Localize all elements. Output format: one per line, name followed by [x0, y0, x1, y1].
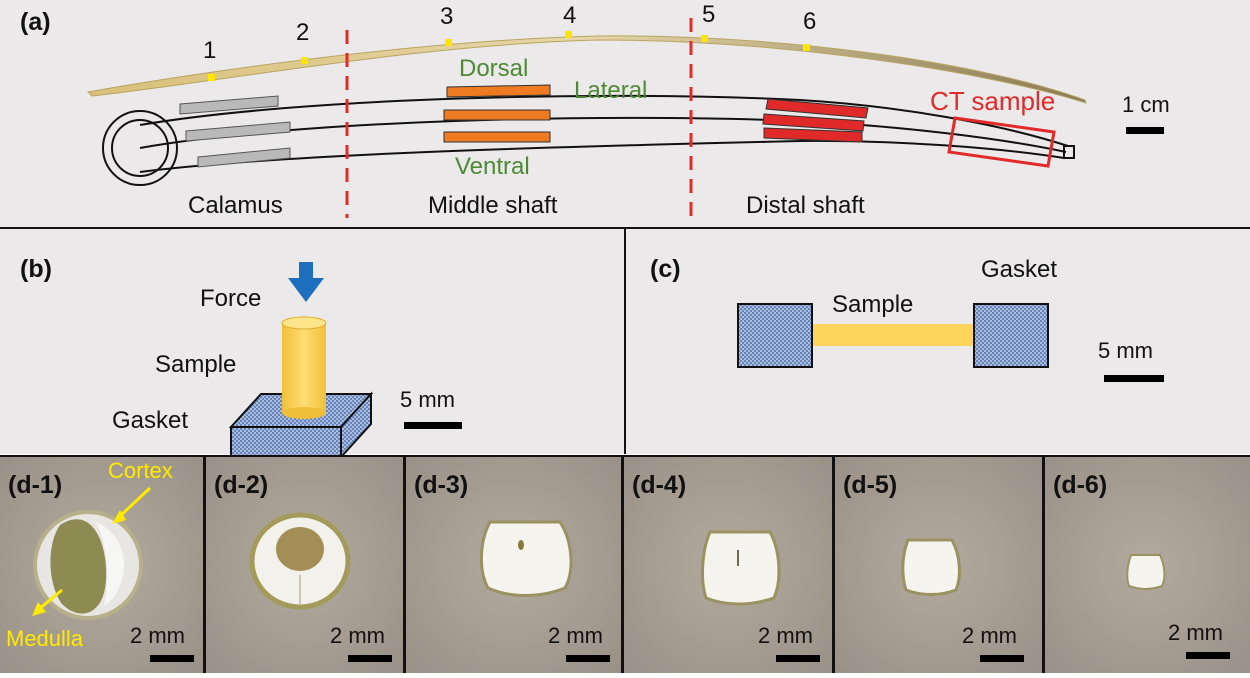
calamus-strips [179, 95, 291, 168]
scale-bar-d4 [776, 655, 820, 662]
scale-bar-b [404, 422, 462, 429]
photo-d4: (d-4) 2 mm [624, 457, 832, 673]
calamus-outer-circle [102, 110, 178, 186]
region-label-calamus: Calamus [188, 192, 283, 219]
ct-sample-label: CT sample [930, 86, 1055, 116]
photo-d3: (d-3) 2 mm [406, 457, 621, 673]
panel-d: (d-1) Cortex Medulla 2 mm (d-2) 2 mm (d-… [0, 455, 1250, 673]
point-label-4: 4 [563, 2, 576, 29]
photo-tag-d6: (d-6) [1053, 471, 1107, 499]
gray-strip [185, 121, 291, 142]
panel-a-tag: (a) [20, 8, 51, 36]
location-dot [803, 44, 810, 51]
feather-photo [86, 35, 1087, 104]
medulla-label: Medulla [6, 626, 84, 651]
point-label-2: 2 [296, 19, 309, 46]
middle-strips [443, 84, 551, 143]
sample-bar [812, 324, 974, 346]
scale-bar-d3 [566, 655, 610, 662]
gray-strip [197, 147, 291, 168]
region-label-distal-shaft: Distal shaft [746, 192, 865, 219]
photo-tag-d2: (d-2) [214, 471, 268, 499]
scale-label-d4: 2 mm [758, 623, 813, 648]
photo-tag-d1: (d-1) [8, 471, 62, 499]
scale-label-c: 5 mm [1098, 338, 1153, 363]
point-label-6: 6 [803, 8, 816, 35]
panel-b-tag: (b) [20, 255, 52, 283]
cortex-arrowhead [112, 510, 126, 524]
scale-label-d6: 2 mm [1168, 620, 1223, 645]
point-label-3: 3 [440, 3, 453, 30]
scale-bar-d2 [348, 655, 392, 662]
red-strip [765, 98, 869, 119]
shaft-schematic [102, 94, 1075, 186]
scale-label-d2: 2 mm [330, 623, 385, 648]
ventral-label: Ventral [455, 153, 530, 180]
tip-box [1063, 145, 1075, 159]
panel-b: (b) Force Sample Gasket 5 mm [0, 229, 624, 460]
photo-tag-d4: (d-4) [632, 471, 686, 499]
cortex-arrow [116, 486, 152, 520]
panel-c: (c) Sample Gasket 5 mm [626, 229, 1250, 454]
scale-label-d3: 2 mm [548, 623, 603, 648]
scale-label-b: 5 mm [400, 387, 455, 412]
red-strip [763, 127, 863, 143]
gasket-right [973, 303, 1049, 368]
sample-label-b: Sample [155, 351, 236, 378]
photo-d5: (d-5) 2 mm [835, 457, 1042, 673]
red-strip [762, 113, 865, 132]
location-dot [445, 39, 452, 46]
orange-strip-dorsal [446, 84, 551, 98]
shaft-line-bottom [139, 139, 1065, 173]
shaft-line-mid [139, 116, 1067, 153]
force-label: Force [200, 285, 261, 312]
panel-c-tag: (c) [650, 255, 681, 283]
scale-label-d5: 2 mm [962, 623, 1017, 648]
location-dot [565, 31, 572, 38]
cortex-label: Cortex [108, 458, 173, 483]
region-label-middle-shaft: Middle shaft [428, 192, 558, 219]
scale-label-1cm: 1 cm [1122, 92, 1170, 117]
sample-label-c: Sample [832, 291, 913, 318]
scale-bar-d1 [150, 655, 194, 662]
scale-bar-d6 [1186, 652, 1230, 659]
gray-strip [179, 95, 279, 115]
scale-label-d1: 2 mm [130, 623, 185, 648]
photo-tag-d3: (d-3) [414, 471, 468, 499]
dorsal-label: Dorsal [459, 55, 528, 82]
point-label-5: 5 [702, 1, 715, 28]
orange-strip-ventral [443, 131, 551, 143]
force-arrow [288, 262, 324, 302]
scale-bar-1cm [1126, 127, 1164, 134]
location-dots [208, 31, 810, 81]
point-label-1: 1 [203, 37, 216, 64]
distal-strips [762, 98, 869, 143]
location-dot [208, 74, 215, 81]
photo-d2: (d-2) 2 mm [206, 457, 403, 673]
orange-strip-lateral [443, 109, 551, 121]
photo-d1: (d-1) Cortex Medulla 2 mm [0, 457, 203, 673]
gasket-label-c: Gasket [981, 256, 1057, 283]
gasket-left [737, 303, 813, 368]
location-dot [701, 35, 708, 42]
medulla-arrow [37, 588, 63, 612]
gasket-label-b: Gasket [112, 407, 188, 434]
sample-cylinder [281, 316, 327, 419]
medulla-arrowhead [32, 602, 46, 616]
scale-bar-c [1104, 375, 1164, 382]
calamus-inner-circle [111, 119, 169, 177]
photo-tag-d5: (d-5) [843, 471, 897, 499]
lateral-label: Lateral [574, 77, 647, 104]
scale-bar-d5 [980, 655, 1024, 662]
photo-d6: (d-6) 2 mm [1045, 457, 1250, 673]
location-dot [301, 57, 308, 64]
panel-a: (a) 1 2 3 4 5 6 [0, 0, 1250, 228]
ct-sample-box [947, 116, 1056, 168]
